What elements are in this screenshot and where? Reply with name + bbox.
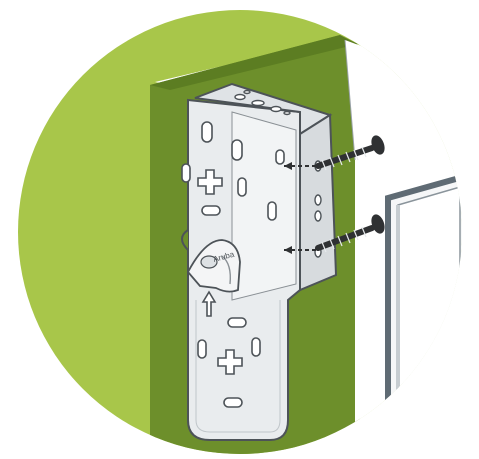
window-frame-icon (388, 175, 470, 459)
